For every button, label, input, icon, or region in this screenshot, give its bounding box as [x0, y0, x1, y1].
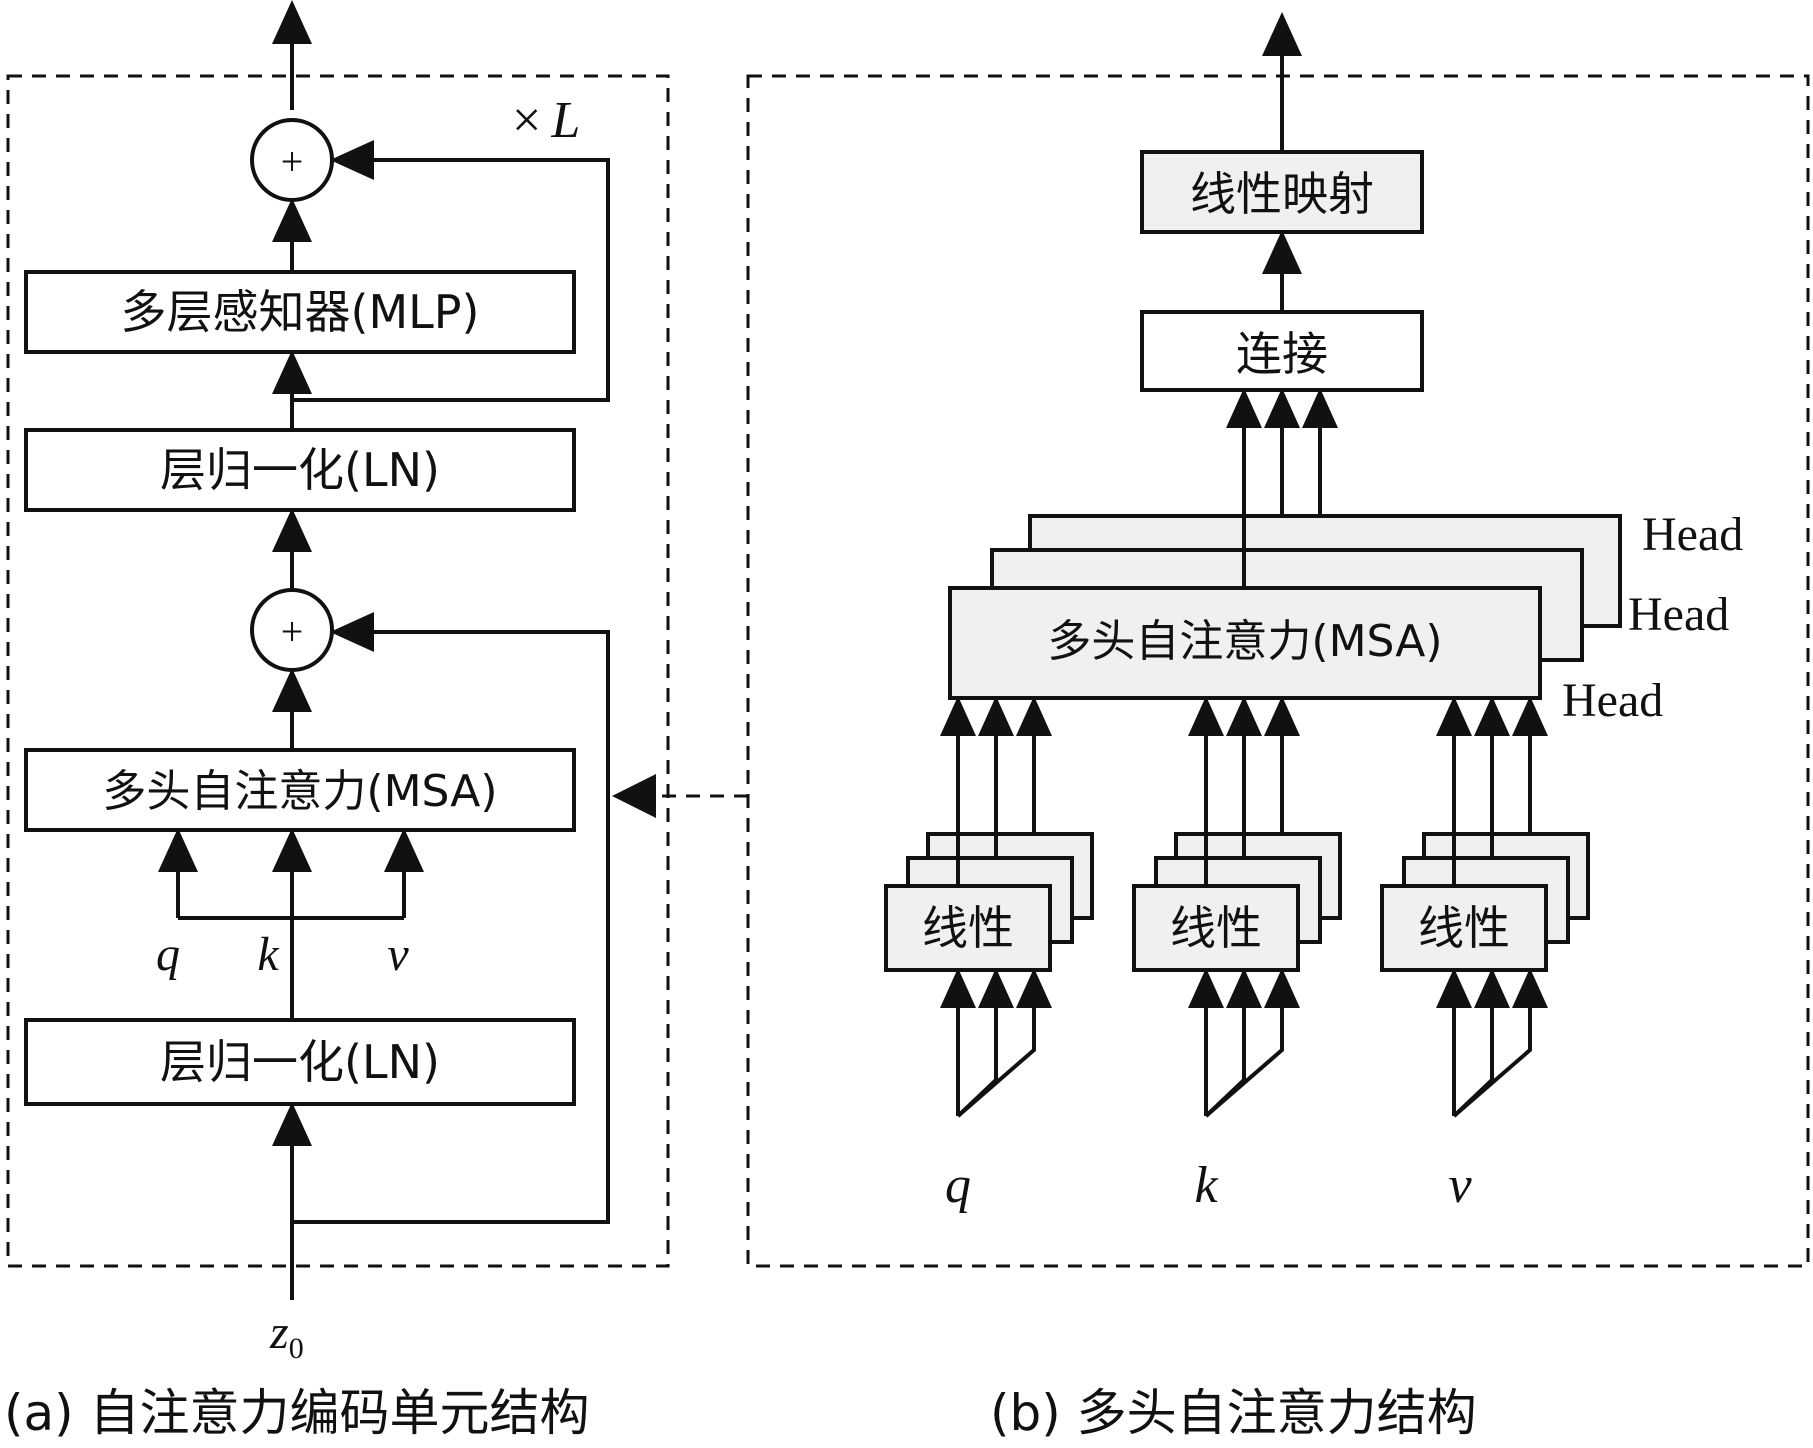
linear-label-k: 线性	[1170, 901, 1262, 955]
concat-box	[1140, 310, 1424, 392]
adder-bottom-symbol: +	[281, 609, 304, 654]
concat-label: 连接	[1236, 327, 1328, 381]
head-label-1: Head	[1642, 508, 1743, 561]
q-label-a: q	[156, 928, 180, 981]
panel-b: 线性映射 连接 多头自注意力(MSA) Head Head Head 线性	[746, 12, 1810, 1442]
ln-top-box	[24, 428, 576, 512]
ln-bottom-label: 层归一化(LN)	[160, 1035, 440, 1089]
msa-label-b: 多头自注意力(MSA)	[1047, 616, 1442, 667]
head-label-3: Head	[1562, 674, 1663, 727]
linear-group-k: 线性 k	[1132, 696, 1342, 1214]
panel-a: + ×L 多层感知器(MLP) 层归一化(LN) + 多头自注意力(MSA) q	[4, 0, 670, 1442]
adder-top-symbol: +	[281, 139, 304, 184]
linear-projection-label: 线性映射	[1190, 167, 1374, 221]
k-label-a: k	[257, 928, 280, 981]
input-label: z0	[269, 1306, 304, 1365]
mlp-label: 多层感知器(MLP)	[121, 285, 480, 339]
head-label-2: Head	[1628, 588, 1729, 641]
msa-label-a: 多头自注意力(MSA)	[102, 766, 497, 817]
linear-label-v: 线性	[1418, 901, 1510, 955]
v-label-a: v	[387, 928, 409, 981]
linear-group-q: 线性 q	[884, 696, 1094, 1214]
panel-a-frame	[6, 74, 670, 1268]
k-label-b: k	[1194, 1157, 1218, 1214]
ln-bottom-box	[24, 1018, 576, 1106]
repeat-label: ×L	[512, 92, 580, 149]
q-label-b: q	[945, 1157, 971, 1214]
v-label-b: v	[1448, 1157, 1472, 1214]
ln-top-label: 层归一化(LN)	[160, 443, 440, 497]
linear-group-v: 线性 v	[1380, 696, 1590, 1214]
panel-b-frame	[746, 74, 1810, 1268]
caption-b: (b) 多头自注意力结构	[990, 1384, 1477, 1442]
caption-a: (a) 自注意力编码单元结构	[4, 1384, 590, 1442]
linear-label-q: 线性	[922, 901, 1014, 955]
